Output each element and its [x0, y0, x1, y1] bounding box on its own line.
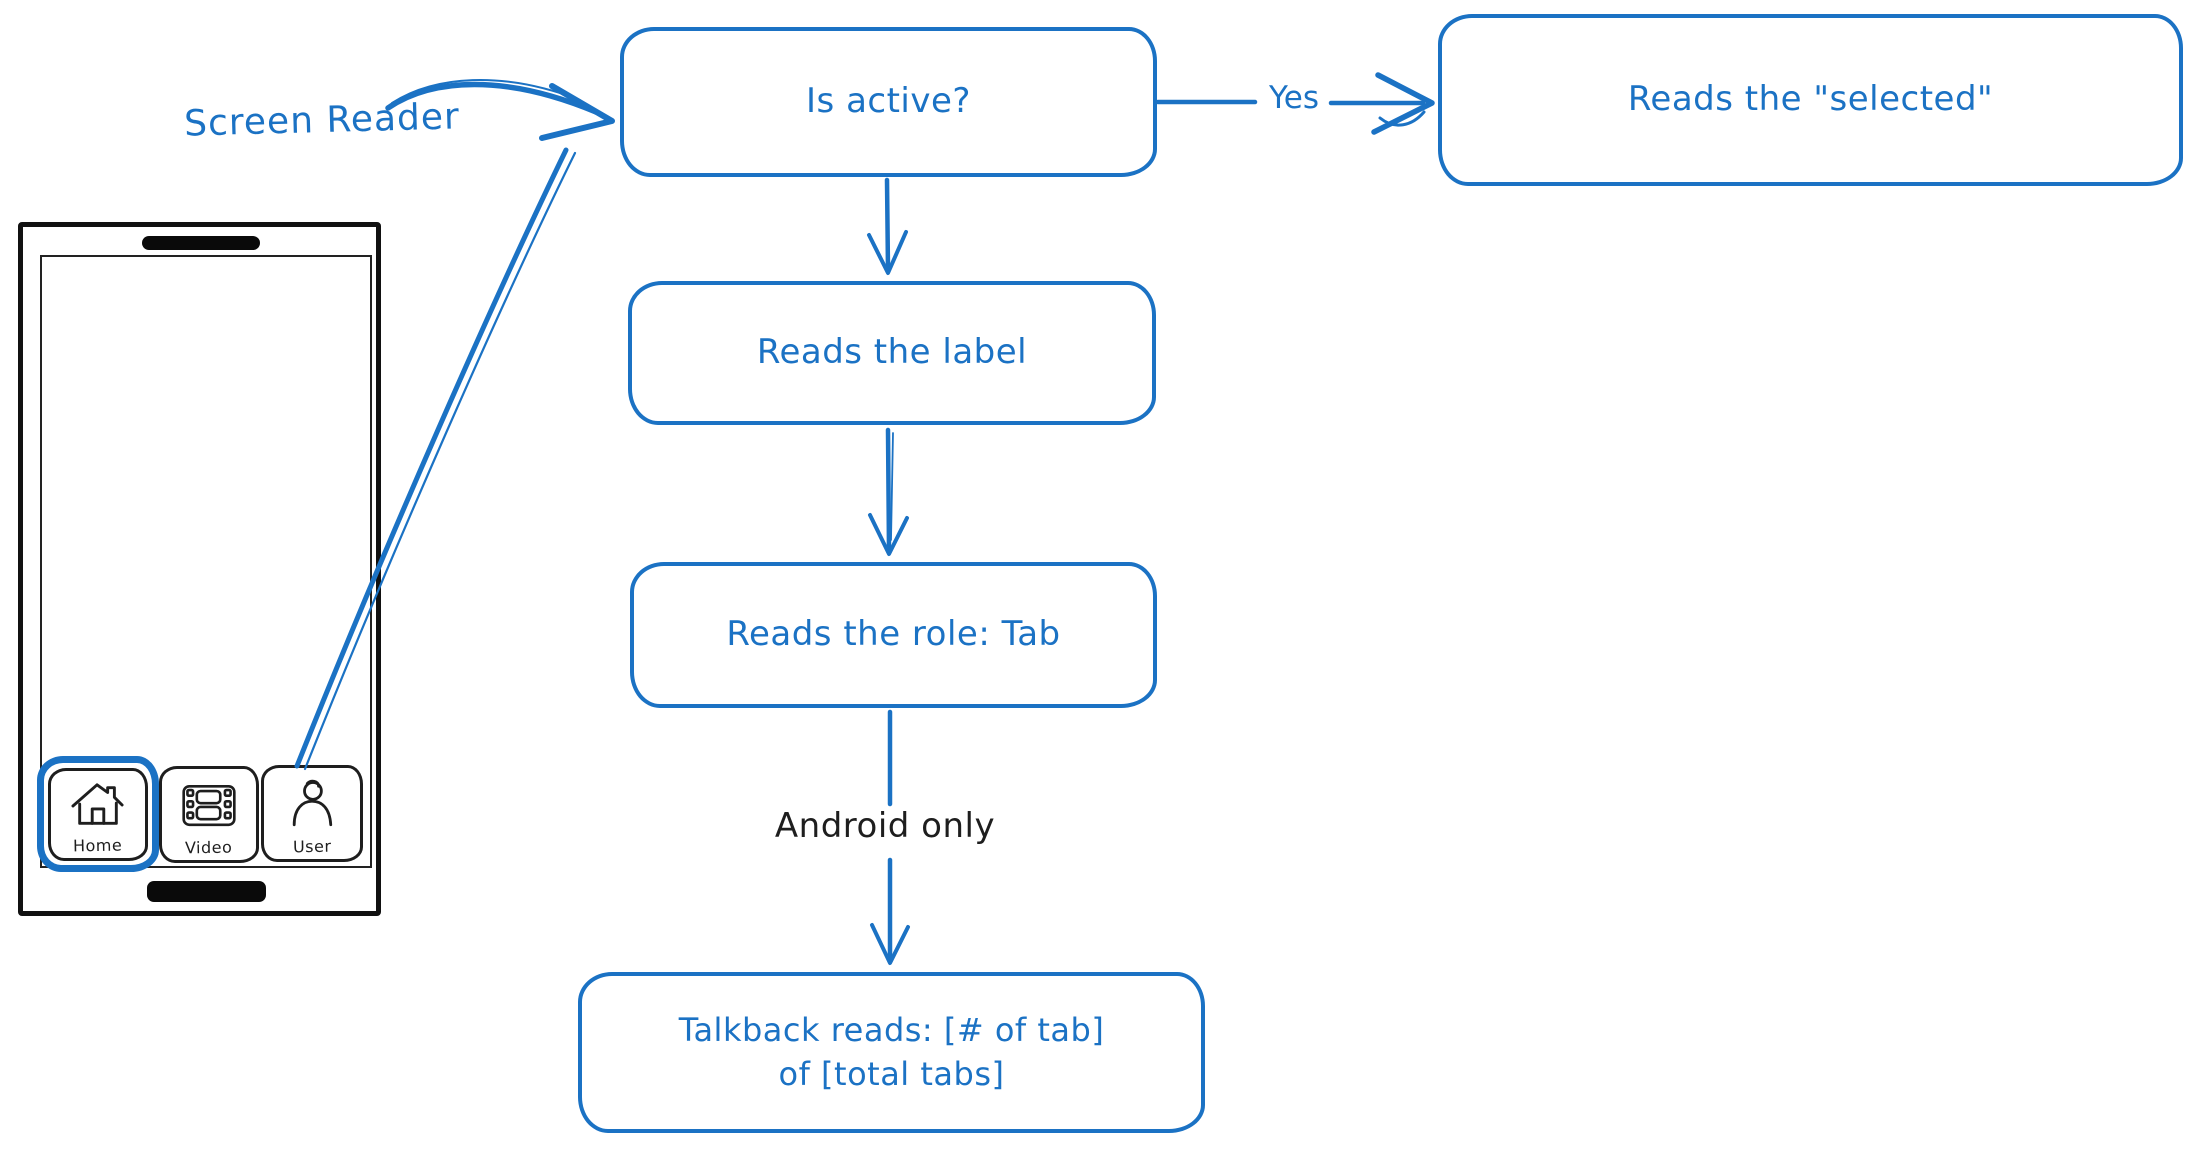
- node-is-active-label: Is active?: [806, 81, 971, 122]
- yes-label: Yes: [1268, 80, 1320, 116]
- node-talkback-text: Talkback reads: [# of tab] of [total tab…: [679, 1009, 1105, 1095]
- tab-user[interactable]: User: [261, 765, 363, 862]
- node-reads-selected: Reads the "selected": [1438, 14, 2183, 186]
- node-reads-role-text: Reads the role: Tab: [726, 614, 1061, 655]
- phone-speaker: [142, 236, 260, 250]
- node-talkback-line1: Talkback reads: [# of tab]: [678, 1011, 1105, 1050]
- arrow-is-active-to-reads-label: [867, 177, 908, 275]
- phone-home-indicator: [147, 881, 266, 902]
- node-reads-label: Reads the label: [628, 281, 1156, 425]
- node-is-active: Is active?: [620, 27, 1157, 177]
- tab-user-label: User: [292, 836, 332, 857]
- tab-video-label: Video: [185, 837, 233, 858]
- node-talkback: Talkback reads: [# of tab] of [total tab…: [578, 972, 1205, 1133]
- arrow-reads-label-to-reads-role: [868, 427, 909, 556]
- tab-home[interactable]: Home: [48, 768, 148, 861]
- user-icon: [264, 768, 360, 841]
- node-reads-selected-label: Reads the "selected": [1627, 79, 1994, 120]
- tab-video[interactable]: Video: [159, 766, 259, 863]
- node-reads-role: Reads the role: Tab: [630, 562, 1157, 708]
- screen-reader-label: Screen Reader: [183, 96, 461, 145]
- selected-tab-highlight: [37, 756, 159, 872]
- tab-home-label: Home: [73, 835, 123, 856]
- phone-mockup: Home Video: [18, 222, 381, 916]
- android-only-label: Android only: [774, 806, 996, 846]
- home-icon: [51, 771, 145, 840]
- video-icon: [162, 769, 256, 842]
- node-talkback-line2: of [total tabs]: [778, 1054, 1005, 1093]
- node-reads-label-text: Reads the label: [756, 332, 1028, 373]
